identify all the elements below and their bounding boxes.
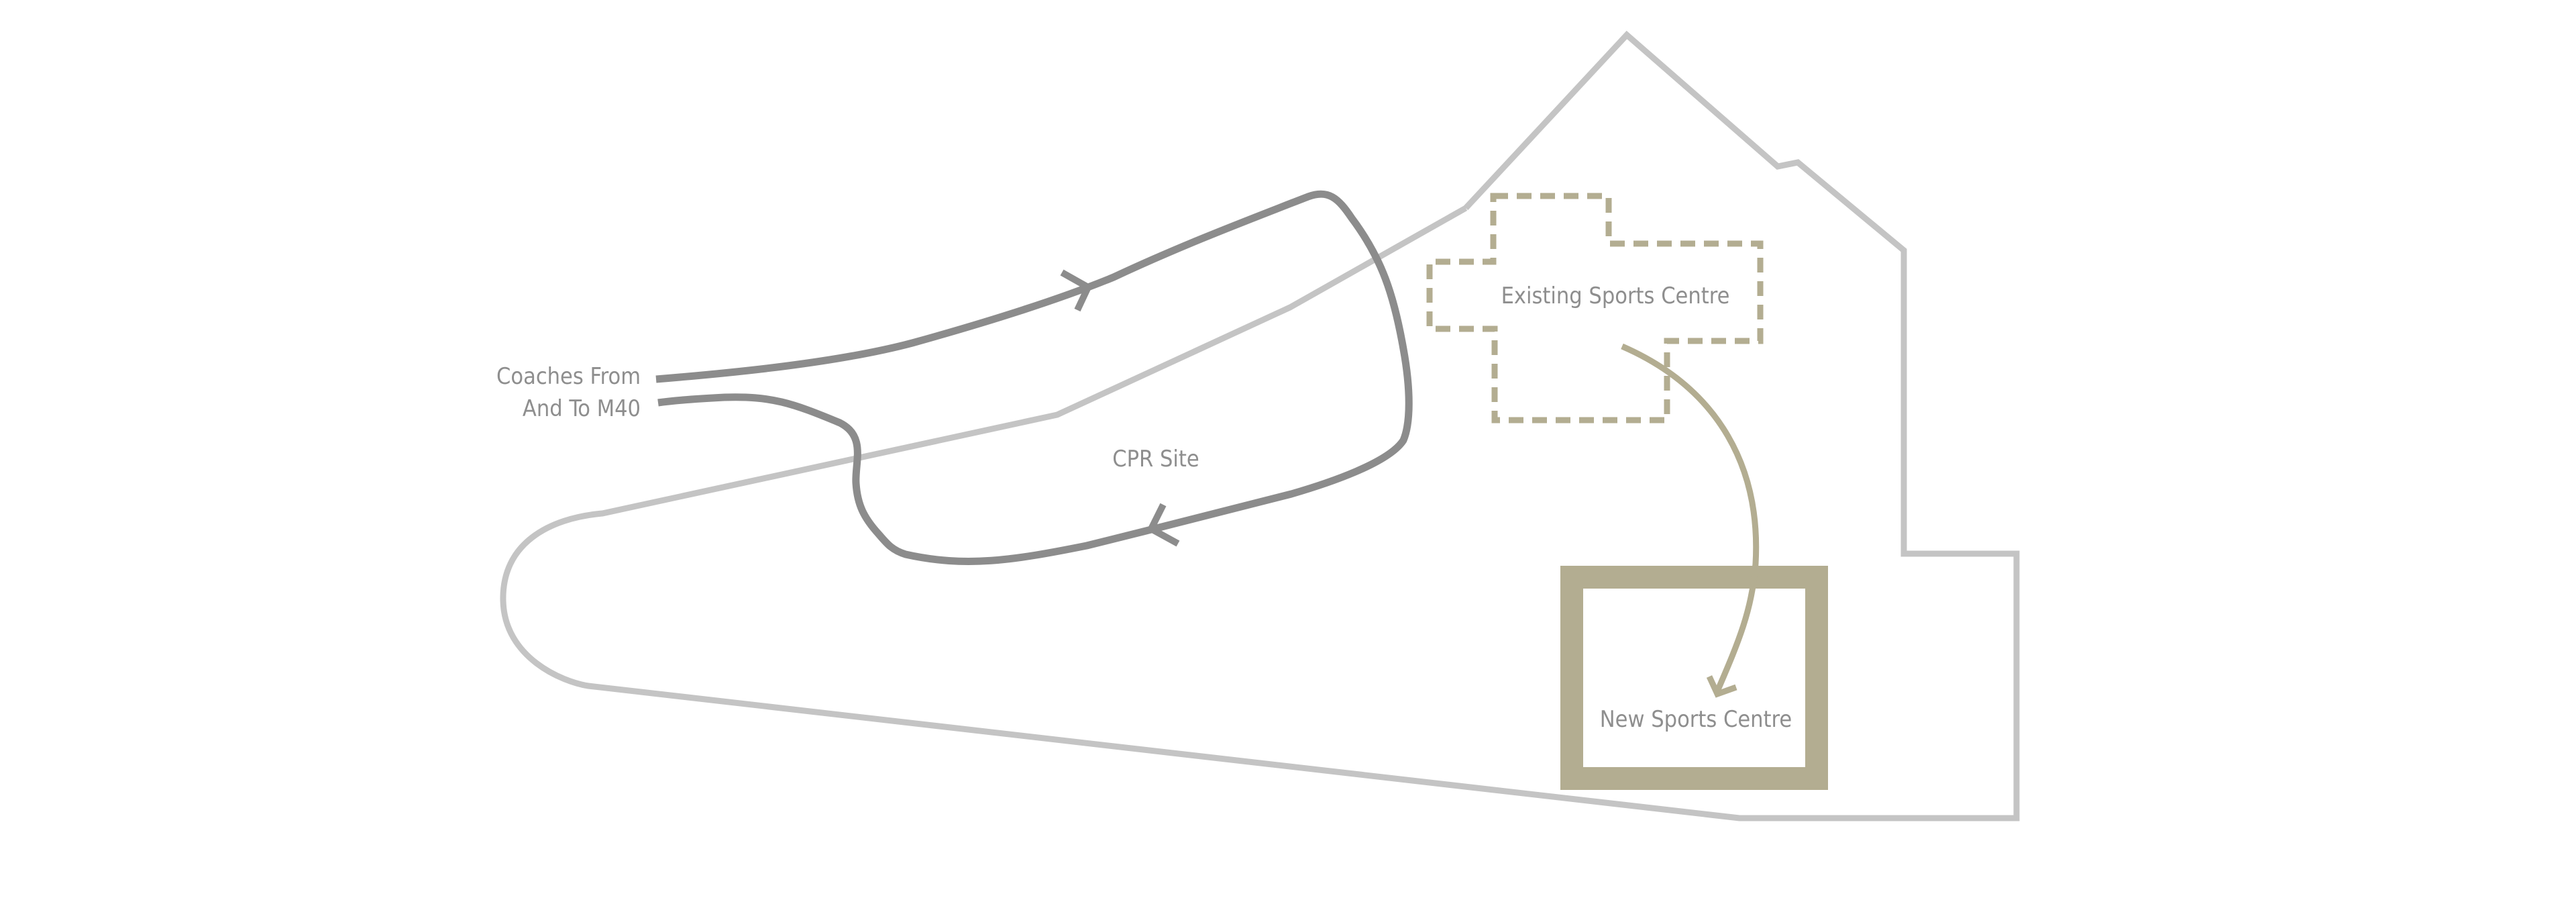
- new-sports-centre-outline: [1560, 566, 1828, 790]
- cpr-site-label: CPR Site: [1112, 446, 1199, 472]
- coaches-label-line1: Coaches From: [496, 363, 641, 390]
- arrowhead-icon: [1706, 675, 1737, 698]
- site-boundary: [500, 30, 2020, 821]
- arrowhead-icon: [1146, 503, 1180, 547]
- new-sports-centre-label: New Sports Centre: [1600, 706, 1792, 733]
- relocation-arrow: [1621, 343, 1760, 693]
- coach-route: [655, 190, 1413, 565]
- arrowhead-icon: [1060, 269, 1093, 312]
- existing-sports-centre-label: Existing Sports Centre: [1501, 283, 1730, 309]
- coaches-label-line2: And To M40: [523, 395, 641, 422]
